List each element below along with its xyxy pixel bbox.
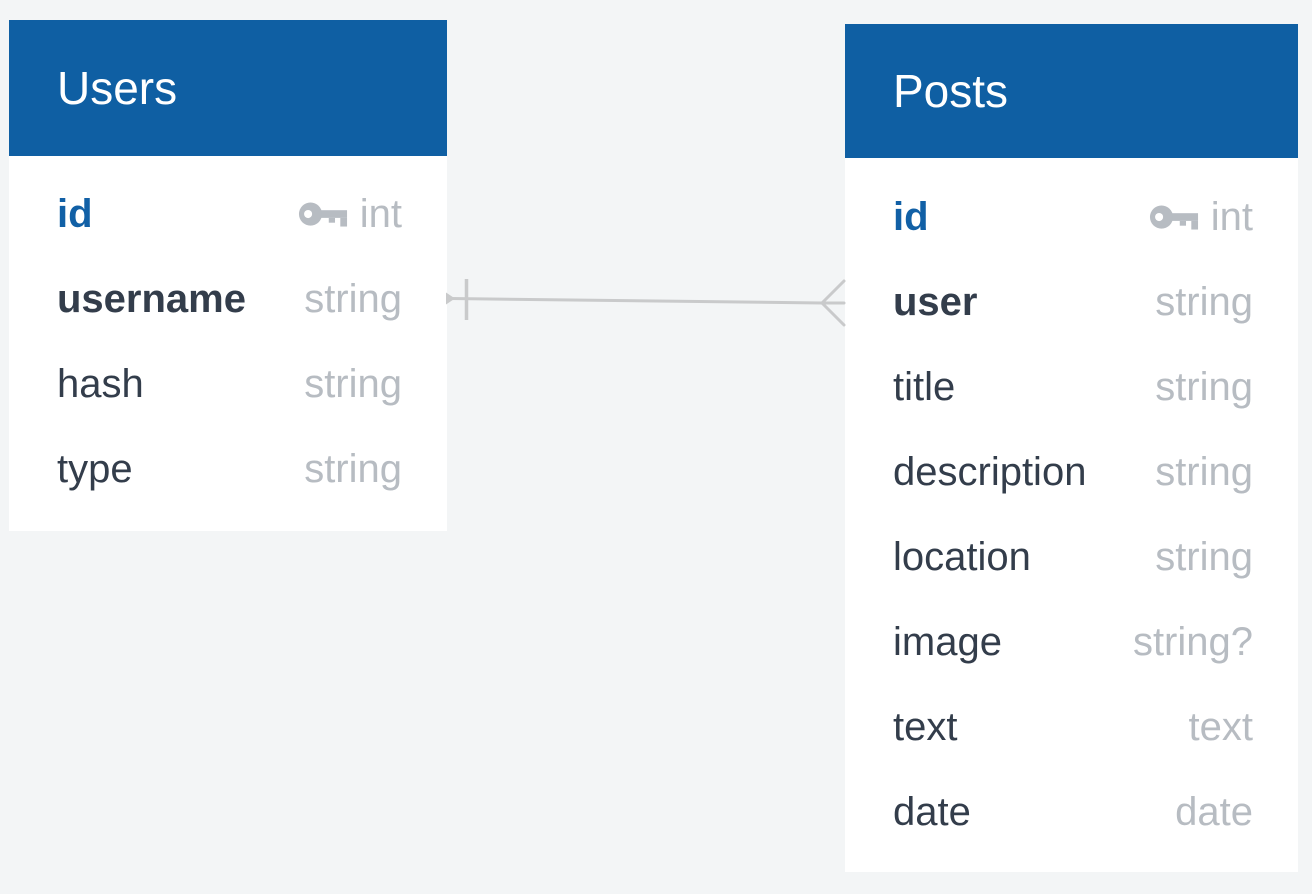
relationship-connector (446, 279, 846, 327)
field-row-posts-user: user string (845, 260, 1298, 345)
field-row-users-hash: hash string (9, 342, 447, 427)
field-name: user (893, 280, 978, 324)
field-row-users-username: username string (9, 257, 447, 342)
field-type-label: int (359, 192, 402, 236)
field-type-label: string (1155, 535, 1253, 579)
field-type-label: date (1175, 790, 1253, 834)
entity-posts-fields: id int user string (845, 158, 1298, 872)
entity-users[interactable]: Users id int (9, 20, 447, 531)
field-name: date (893, 790, 971, 834)
entity-posts-header: Posts (845, 24, 1298, 158)
field-type-label: int (1210, 195, 1253, 239)
field-name: title (893, 365, 956, 409)
field-type-label: string? (1132, 620, 1253, 664)
field-row-posts-text: text text (845, 685, 1298, 770)
field-type-label: string (304, 362, 402, 406)
field-name: id (893, 195, 929, 239)
field-name: location (893, 535, 1031, 579)
field-type-label: string (1155, 365, 1253, 409)
field-row-posts-title: title string (845, 345, 1298, 430)
key-icon (1149, 204, 1199, 232)
entity-users-header: Users (9, 20, 447, 156)
field-type-label: string (1155, 280, 1253, 324)
field-name: description (893, 450, 1087, 494)
field-name: hash (57, 362, 144, 406)
entity-posts-title: Posts (893, 65, 1009, 117)
field-type-label: string (304, 277, 402, 321)
entity-users-fields: id int username st (9, 156, 447, 531)
field-name: text (893, 705, 958, 749)
field-name: username (57, 277, 246, 321)
field-name: image (893, 620, 1002, 664)
field-type-label: text (1188, 705, 1253, 749)
field-type-label: string (304, 447, 402, 491)
field-row-posts-image: image string? (845, 600, 1298, 685)
field-row-posts-description: description string (845, 430, 1298, 515)
field-row-users-id: id int (9, 172, 447, 257)
field-row-posts-date: date date (845, 770, 1298, 855)
field-row-users-type: type string (9, 427, 447, 512)
key-icon (298, 201, 348, 229)
field-name: type (57, 447, 133, 491)
field-row-posts-id: id int (845, 175, 1298, 260)
entity-posts[interactable]: Posts id int (845, 24, 1298, 872)
field-row-posts-location: location string (845, 515, 1298, 600)
entity-users-title: Users (57, 62, 178, 114)
field-type-label: string (1155, 450, 1253, 494)
field-name: id (57, 192, 93, 236)
